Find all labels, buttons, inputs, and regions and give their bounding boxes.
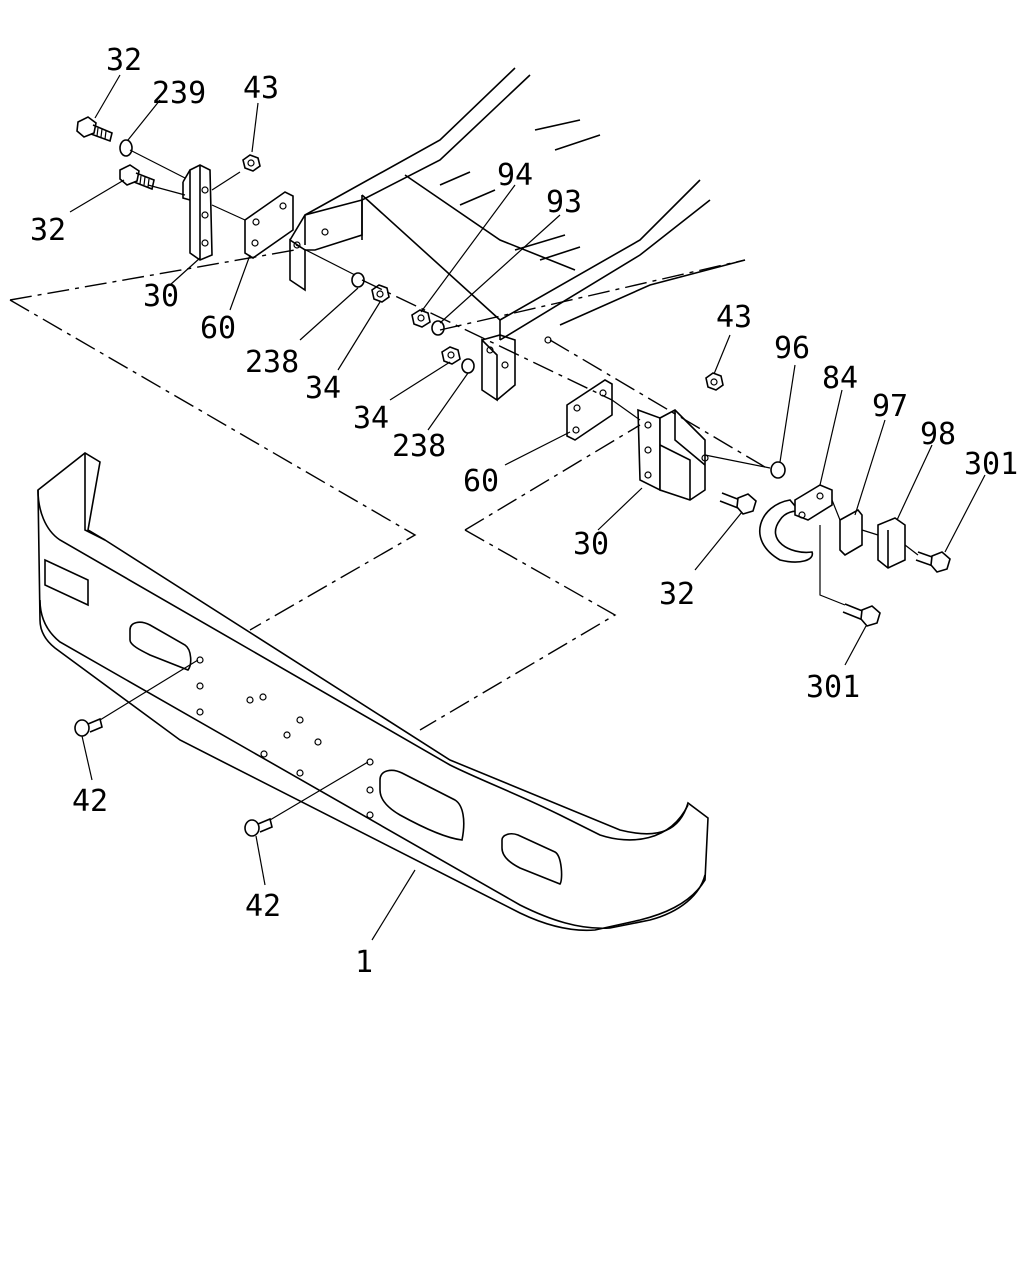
bolt-32-lower [119,164,155,191]
pin-97 [839,508,863,557]
right-mount-group [566,372,951,627]
callout-93: 93 [546,185,582,220]
bumper-lamp-left [44,558,89,607]
washer-93 [431,320,445,336]
callout-32-upper: 32 [106,43,142,78]
callout-239: 239 [152,76,206,111]
lock-98 [877,517,906,569]
callout-labels: 32 239 43 32 94 93 30 60 238 34 43 96 84… [30,43,1018,980]
washer-239 [119,139,133,157]
bracket-30-left [182,164,213,261]
centerlines [9,249,771,731]
washer-96 [770,461,786,479]
callout-42-right: 42 [245,889,281,924]
nut-34-left [371,284,390,303]
left-mount-group [76,116,390,303]
callout-34-right: 34 [353,401,389,436]
frame-rails [289,67,746,402]
plate-60-right [566,379,613,441]
bracket-30-right [637,408,709,501]
callout-238-right: 238 [392,429,446,464]
bolt-42-right [244,817,273,837]
callout-96: 96 [774,331,810,366]
callout-32-lower: 32 [30,213,66,248]
nut-43-right [705,372,724,391]
nut-34-right [441,346,461,365]
callout-43-right: 43 [716,300,752,335]
callout-98: 98 [920,417,956,452]
bumper-lamp-right [501,833,563,885]
bolt-301-right [915,551,951,573]
callout-34-left: 34 [305,371,341,406]
bolt-32-upper [76,116,113,143]
leader-lines [69,74,986,941]
washer-238-left [351,272,365,288]
callout-30-left: 30 [143,279,179,314]
bolt-42-left [74,717,103,737]
plate-60-left [244,191,294,259]
callout-60-left: 60 [200,311,236,346]
callout-94: 94 [497,158,533,193]
callout-30-right: 30 [573,527,609,562]
tow-hook-84 [759,484,833,563]
callout-60-right: 60 [463,464,499,499]
bumper-opening-left [129,621,192,671]
callout-43-left: 43 [243,71,279,106]
bumper-1 [37,452,709,932]
callout-301-right: 301 [964,447,1018,482]
bolt-301-lower [842,603,881,627]
callout-238-left: 238 [245,345,299,380]
callout-32-right: 32 [659,577,695,612]
nut-43-left [242,154,261,172]
nut-94 [411,309,431,328]
callout-97: 97 [872,389,908,424]
middle-fasteners [411,309,475,374]
callout-301-lower: 301 [806,670,860,705]
callout-42-left: 42 [72,784,108,819]
bolt-32-right [719,492,757,515]
callout-84: 84 [822,361,858,396]
bumper-opening-right [379,769,465,841]
washer-238-right [461,358,475,374]
callout-1: 1 [355,945,373,980]
